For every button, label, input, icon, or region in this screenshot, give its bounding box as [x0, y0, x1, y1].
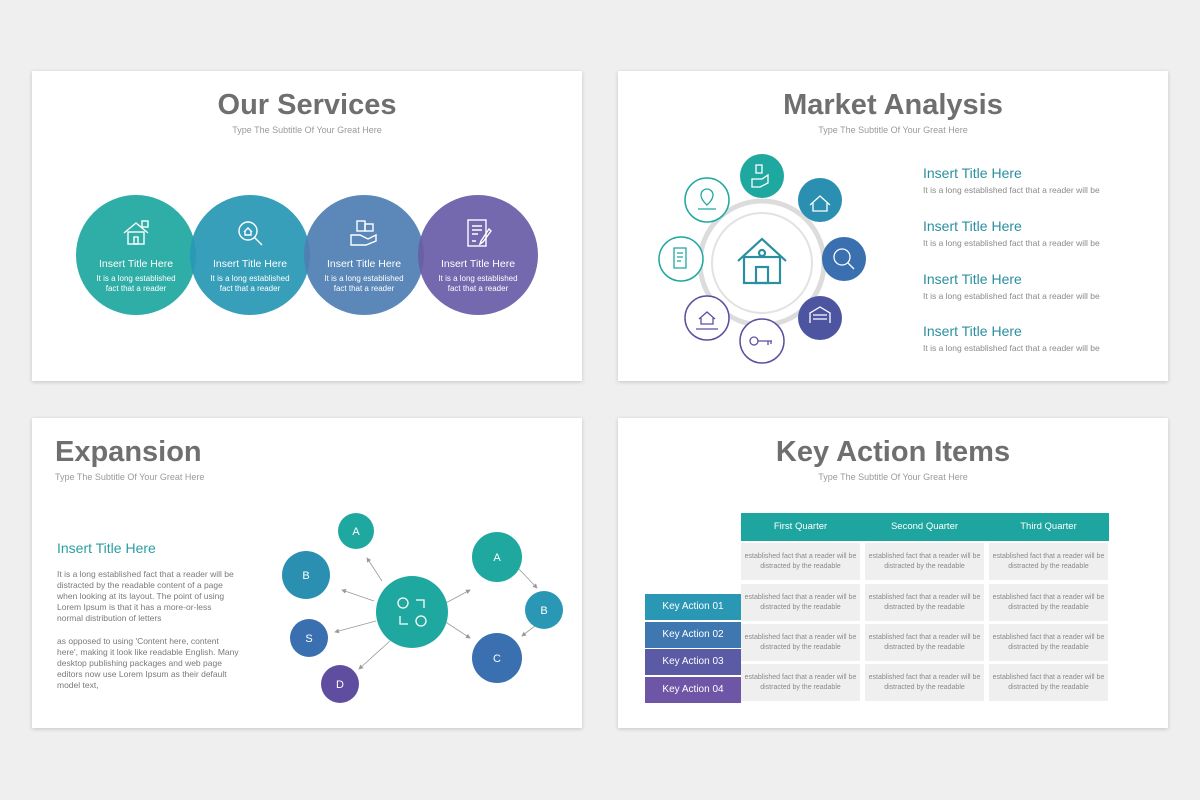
- contract-icon: [467, 219, 492, 247]
- expansion-paragraph-1: It is a long established fact that a rea…: [57, 569, 234, 623]
- table-cell: established fact that a reader will be d…: [865, 543, 984, 580]
- connector-arrows: [334, 557, 541, 670]
- slide-title: Key Action Items: [775, 436, 1011, 468]
- table-cell: established fact that a reader will be d…: [989, 543, 1108, 580]
- node-label: D: [336, 679, 344, 691]
- slide-market-analysis: Market Analysis Type The Subtitle Of You…: [618, 71, 1168, 381]
- service-circle-2: Insert Title Here It is a long establish…: [190, 195, 310, 315]
- market-item-title: Insert Title Here: [923, 323, 1022, 339]
- house-icon: [737, 237, 787, 285]
- table-cell: established fact that a reader will be d…: [741, 624, 860, 661]
- slide-key-action-items: Key Action Items Type The Subtitle Of Yo…: [618, 418, 1168, 728]
- slide-subtitle: Type The Subtitle Of Your Great Here: [55, 472, 205, 482]
- slide-subtitle: Type The Subtitle Of Your Great Here: [818, 472, 968, 482]
- node-label: S: [305, 633, 312, 645]
- center-circle: [711, 212, 813, 314]
- node-hand-house-icon: [684, 295, 730, 341]
- service-desc: It is a long established fact that a rea…: [96, 274, 176, 293]
- node-right-c: [472, 633, 522, 683]
- service-circle-1: Insert Title Here It is a long establish…: [76, 195, 196, 315]
- node-contract-icon: [658, 236, 704, 282]
- node-right-a: [472, 532, 522, 582]
- slide-subtitle: Type The Subtitle Of Your Great Here: [232, 125, 382, 135]
- service-circle-3: Insert Title Here It is a long establish…: [304, 195, 424, 315]
- table-header-bar: [741, 513, 1109, 541]
- row-label: Key Action 02: [645, 622, 741, 648]
- node-label: B: [540, 605, 547, 617]
- table-cell: established fact that a reader will be d…: [989, 624, 1108, 661]
- column-header: First Quarter: [773, 521, 828, 532]
- market-wheel: [658, 154, 866, 364]
- node-left-a: [338, 513, 374, 549]
- market-item-desc: It is a long established fact that a rea…: [923, 343, 1100, 353]
- service-title: Insert Title Here: [440, 258, 516, 270]
- expansion-paragraph-2: as opposed to using 'Content here, conte…: [57, 636, 239, 690]
- service-desc: It is a long established fact that a rea…: [324, 274, 404, 293]
- table-cell: established fact that a reader will be d…: [741, 543, 860, 580]
- expansion-network: A B S D A B C: [282, 513, 563, 703]
- slide-title: Expansion: [55, 436, 202, 468]
- node-search-house-icon: [822, 237, 866, 281]
- node-location-house-icon: [684, 177, 730, 223]
- node-left-d: [321, 665, 359, 703]
- node-label: A: [493, 552, 501, 564]
- node-label: A: [352, 526, 360, 538]
- node-label: B: [302, 570, 309, 582]
- node-right-b: [525, 591, 563, 629]
- table-cell: established fact that a reader will be d…: [989, 664, 1108, 701]
- row-label: Key Action 01: [645, 594, 741, 620]
- table-cell: established fact that a reader will be d…: [865, 664, 984, 701]
- column-header: Third Quarter: [1020, 521, 1077, 532]
- slide-title: Our Services: [217, 89, 397, 121]
- node-money-hand-icon: [740, 154, 784, 198]
- market-item-title: Insert Title Here: [923, 165, 1022, 181]
- market-item-desc: It is a long established fact that a rea…: [923, 238, 1100, 248]
- center-node: [376, 576, 448, 648]
- table-cell: established fact that a reader will be d…: [989, 584, 1108, 621]
- node-garage-icon: [798, 296, 842, 340]
- service-title: Insert Title Here: [212, 258, 288, 270]
- service-desc: It is a long established fact that a rea…: [210, 274, 290, 293]
- slide-expansion: Expansion Type The Subtitle Of Your Grea…: [32, 418, 582, 728]
- market-item-title: Insert Title Here: [923, 271, 1022, 287]
- expansion-heading: Insert Title Here: [57, 540, 156, 556]
- node-left-s: [290, 619, 328, 657]
- row-label: Key Action 04: [645, 677, 741, 703]
- table-cell: established fact that a reader will be d…: [741, 584, 860, 621]
- table-cell: established fact that a reader will be d…: [741, 664, 860, 701]
- service-desc: It is a long established fact that a rea…: [438, 274, 518, 293]
- row-label: Key Action 03: [645, 649, 741, 675]
- node-smart-home-icon: [798, 178, 842, 222]
- service-circle-4: Insert Title Here It is a long establish…: [418, 195, 538, 315]
- money-hand-icon: [350, 220, 377, 246]
- column-header: Second Quarter: [890, 521, 959, 532]
- service-title: Insert Title Here: [326, 258, 402, 270]
- market-item-title: Insert Title Here: [923, 218, 1022, 234]
- table-cell: established fact that a reader will be d…: [865, 624, 984, 661]
- search-house-icon: [238, 221, 263, 246]
- market-item-desc: It is a long established fact that a rea…: [923, 291, 1100, 301]
- node-left-b: [282, 551, 330, 599]
- service-title: Insert Title Here: [98, 258, 174, 270]
- slide-title: Market Analysis: [783, 89, 1003, 121]
- exchange-icon: [397, 597, 427, 627]
- slide-our-services: Our Services Type The Subtitle Of Your G…: [32, 71, 582, 381]
- slide-subtitle: Type The Subtitle Of Your Great Here: [818, 125, 968, 135]
- house-icon: [123, 220, 149, 245]
- table-cell: established fact that a reader will be d…: [865, 584, 984, 621]
- market-item-desc: It is a long established fact that a rea…: [923, 185, 1100, 195]
- node-label: C: [493, 653, 501, 665]
